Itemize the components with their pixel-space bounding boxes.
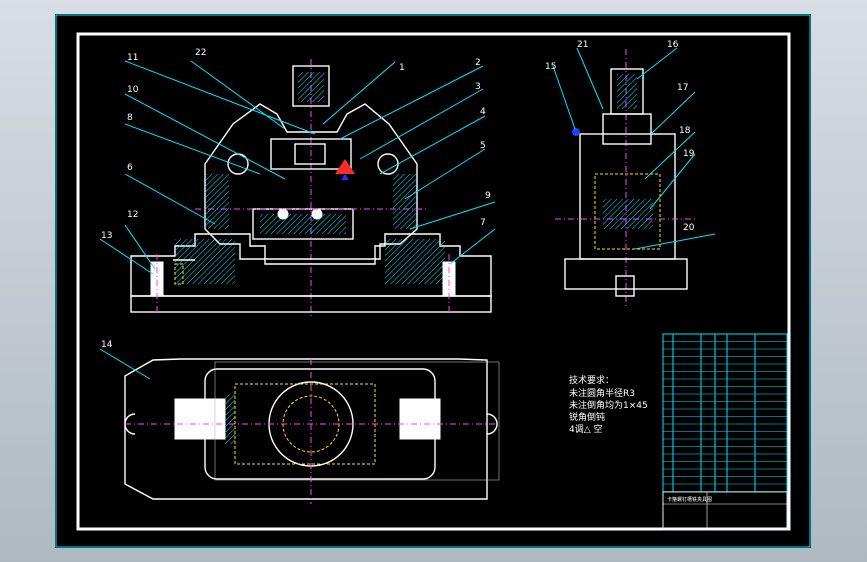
front-view <box>130 59 492 319</box>
outer-frame-border <box>55 14 811 548</box>
cad-drawing: 11 22 2 1 10 3 8 4 5 6 9 12 13 7 21 16 1… <box>55 14 811 548</box>
top-screw <box>292 65 330 107</box>
label-10: 10 <box>127 85 139 95</box>
workpiece-hatch <box>260 214 346 234</box>
clamp-body <box>204 103 418 260</box>
label-11: 11 <box>127 53 138 63</box>
drawing-sheet[interactable]: 11 22 2 1 10 3 8 4 5 6 9 12 13 7 21 16 1… <box>55 14 811 548</box>
label-4: 4 <box>480 107 486 117</box>
red-marker <box>335 159 355 174</box>
label-19: 19 <box>683 149 695 159</box>
table-slot <box>130 295 492 313</box>
label-21: 21 <box>577 40 588 50</box>
base-hatch-right <box>385 239 445 284</box>
label-13: 13 <box>101 231 112 241</box>
label-7: 7 <box>480 218 486 228</box>
label-2: 2 <box>475 58 481 68</box>
pivot-pin-right <box>377 153 399 175</box>
label-15: 15 <box>545 62 556 72</box>
parts-list-rows <box>663 341 787 492</box>
side-hidden-outline <box>594 173 661 250</box>
label-6: 6 <box>127 163 133 173</box>
notes-title: 技术要求： <box>569 374 614 386</box>
side-view <box>555 49 695 309</box>
notes-line-3: 锐角倒钝 <box>569 411 605 423</box>
technical-notes: 技术要求： 未注圆角半径R3 未注倒角均为1×45 锐角倒钝 4调△ 空 <box>569 374 648 435</box>
leaders <box>99 47 716 380</box>
title-block-name: 卡箍螺钉槽铣夹具图 <box>667 496 712 503</box>
label-16: 16 <box>667 40 679 50</box>
label-22: 22 <box>195 48 206 58</box>
label-9: 9 <box>485 191 491 201</box>
top-view-bound-line <box>214 361 500 481</box>
label-3: 3 <box>475 82 481 92</box>
label-18: 18 <box>679 126 691 136</box>
label-1: 1 <box>399 63 405 73</box>
inner-frame-border <box>76 32 791 531</box>
label-8: 8 <box>127 113 133 123</box>
title-block: 卡箍螺钉槽铣夹具图 <box>662 333 788 531</box>
part-number-labels: 11 22 2 1 10 3 8 4 5 6 9 12 13 7 21 16 1… <box>101 40 695 350</box>
notes-line-2: 未注倒角均为1×45 <box>569 399 648 411</box>
label-12: 12 <box>127 210 138 220</box>
top-view <box>124 358 500 504</box>
label-14: 14 <box>101 340 113 350</box>
top-jaw-right <box>399 398 441 440</box>
side-blue-marker <box>572 128 580 136</box>
base-hatch-left <box>175 239 235 284</box>
label-20: 20 <box>683 223 695 233</box>
notes-line-1: 未注圆角半径R3 <box>569 387 635 399</box>
side-body <box>579 133 676 260</box>
top-jaw-left <box>174 398 226 440</box>
pivot-pin-left <box>227 153 249 175</box>
top-outline <box>124 358 488 500</box>
notes-line-4: 4调△ 空 <box>569 423 603 435</box>
top-bridge <box>270 138 352 170</box>
label-5: 5 <box>480 141 486 151</box>
label-17: 17 <box>677 83 688 93</box>
